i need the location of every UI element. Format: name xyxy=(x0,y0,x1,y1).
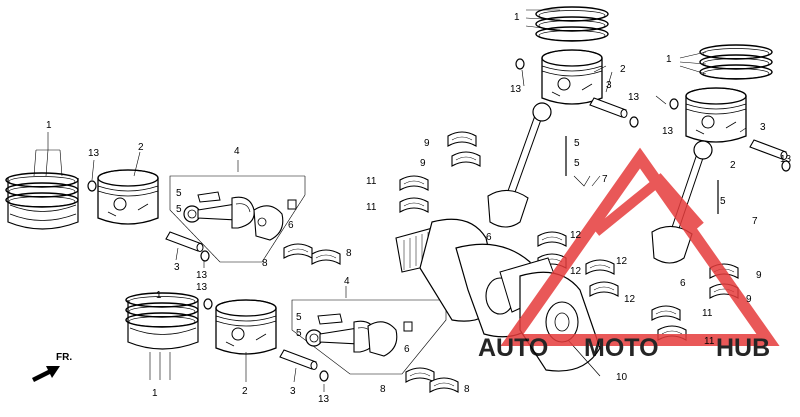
callout-5: 5 xyxy=(176,204,182,215)
connecting-rod-top-center xyxy=(487,102,591,228)
callout-8: 8 xyxy=(262,258,268,269)
piston-ring-set-top-center xyxy=(535,6,609,42)
connecting-rod-top-right xyxy=(651,140,719,264)
callout-13: 13 xyxy=(88,148,100,159)
callout-1: 1 xyxy=(152,388,158,399)
piston-upper-left xyxy=(97,169,159,225)
callout-1: 1 xyxy=(156,290,162,301)
callout-6: 6 xyxy=(486,232,492,243)
callout-5: 5 xyxy=(574,138,580,149)
callout-7: 7 xyxy=(602,174,608,185)
callout-11: 11 xyxy=(702,308,713,319)
callout-6: 6 xyxy=(680,278,686,289)
watermark-moto: MOTO xyxy=(584,334,659,362)
piston-ring-set-lower-left xyxy=(125,292,199,350)
callout-4: 4 xyxy=(344,276,350,287)
callout-8: 8 xyxy=(346,248,352,259)
autmotohub-watermark: AUTO MOTO HUB xyxy=(478,147,780,362)
connecting-rod-assembly-lower-left xyxy=(291,299,447,375)
callout-13: 13 xyxy=(196,282,208,293)
callout-5: 5 xyxy=(296,328,302,339)
callout-6: 6 xyxy=(288,220,294,231)
piston-pin-top-center xyxy=(589,97,628,119)
callout-13: 13 xyxy=(628,92,640,103)
piston-ring-set-upper-left xyxy=(5,172,79,230)
piston-pin-lower-left xyxy=(279,349,318,371)
callout-3: 3 xyxy=(290,386,296,397)
leader-lines xyxy=(33,9,747,392)
callout-11: 11 xyxy=(366,202,377,213)
watermark-hub: HUB xyxy=(716,334,770,362)
callout-3: 3 xyxy=(606,80,612,91)
callout-1: 1 xyxy=(666,54,672,65)
callout-13: 13 xyxy=(196,270,208,281)
crankshaft xyxy=(395,218,601,377)
front-direction-arrow: FR. xyxy=(32,352,72,382)
callout-3: 3 xyxy=(174,262,180,273)
callout-3: 3 xyxy=(760,122,766,133)
callout-12: 12 xyxy=(624,294,636,305)
callout-12: 12 xyxy=(616,256,628,267)
callout-13: 13 xyxy=(662,126,674,137)
callout-2: 2 xyxy=(620,64,626,75)
callout-10: 10 xyxy=(616,372,628,383)
callout-12: 12 xyxy=(570,266,582,277)
callout-1: 1 xyxy=(514,12,520,23)
callout-13: 13 xyxy=(510,84,522,95)
front-arrow-label: FR. xyxy=(56,352,72,363)
callout-11: 11 xyxy=(366,176,377,187)
callout-9: 9 xyxy=(420,158,426,169)
callout-9: 9 xyxy=(756,270,762,281)
piston-top-right xyxy=(685,87,747,143)
callout-12: 12 xyxy=(570,230,582,241)
callout-8: 8 xyxy=(380,384,386,395)
callout-1: 1 xyxy=(46,120,52,131)
watermark-auto: AUTO xyxy=(478,334,548,362)
piston-top-center xyxy=(541,49,603,105)
callout-13: 13 xyxy=(780,154,792,165)
callout-13: 13 xyxy=(318,394,330,405)
callout-11: 11 xyxy=(704,336,715,347)
bearing-shells-upper-left xyxy=(283,243,341,265)
callout-9: 9 xyxy=(746,294,752,305)
piston-ring-set-top-right xyxy=(699,44,773,80)
callout-2: 2 xyxy=(730,160,736,171)
callout-5: 5 xyxy=(176,188,182,199)
callout-8: 8 xyxy=(464,384,470,395)
callout-7: 7 xyxy=(752,216,758,227)
callout-2: 2 xyxy=(242,386,248,397)
piston-pin-upper-left xyxy=(165,231,204,253)
callout-5: 5 xyxy=(574,158,580,169)
piston-lower-left xyxy=(215,299,277,355)
callout-5: 5 xyxy=(720,196,726,207)
callout-4: 4 xyxy=(234,146,240,157)
bearing-shells-lower-left xyxy=(405,367,459,393)
callout-5: 5 xyxy=(296,312,302,323)
callout-labels: 1 2 13 3 13 4 5 5 6 8 8 1 1 2 3 13 13 4 … xyxy=(46,12,792,405)
callout-2: 2 xyxy=(138,142,144,153)
connecting-rod-assembly-upper-left xyxy=(169,175,306,263)
callout-9: 9 xyxy=(424,138,430,149)
callout-6: 6 xyxy=(404,344,410,355)
